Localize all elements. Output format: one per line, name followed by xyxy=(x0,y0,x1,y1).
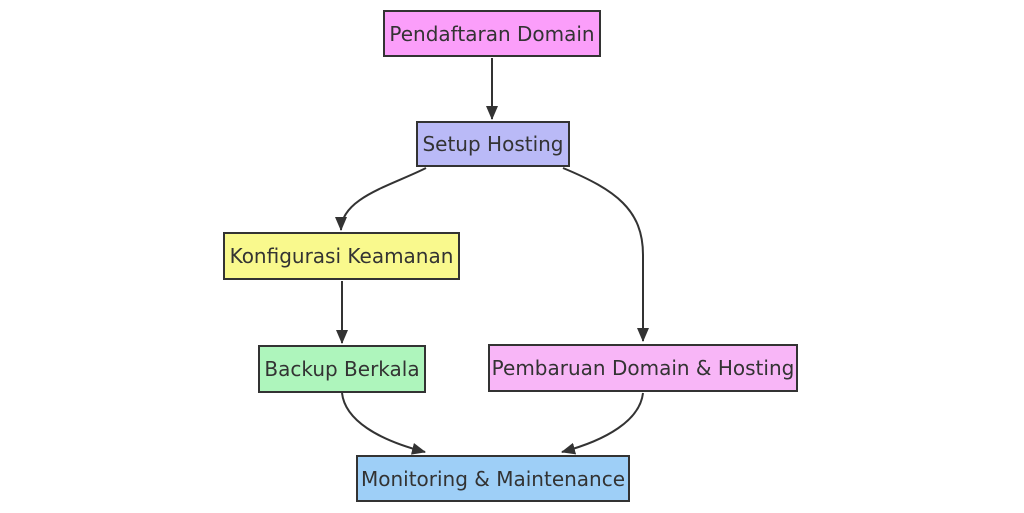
node-label: Konfigurasi Keamanan xyxy=(229,244,454,268)
node-label: Setup Hosting xyxy=(422,132,564,156)
node-pendaftaran-domain: Pendaftaran Domain xyxy=(383,10,601,57)
node-label: Monitoring & Maintenance xyxy=(360,466,626,491)
node-label: Backup Berkala xyxy=(264,357,420,381)
node-pembaruan-domain-hosting: Pembaruan Domain & Hosting xyxy=(488,344,798,392)
node-backup-berkala: Backup Berkala xyxy=(258,345,426,393)
node-konfigurasi-keamanan: Konfigurasi Keamanan xyxy=(223,232,460,280)
node-label: Pendaftaran Domain xyxy=(389,21,595,46)
node-setup-hosting: Setup Hosting xyxy=(416,121,570,167)
edge-setup-to-konfigurasi xyxy=(335,167,427,231)
edge-setup-to-pembaruan xyxy=(562,167,649,342)
node-monitoring-maintenance: Monitoring & Maintenance xyxy=(356,455,630,502)
node-label: Pembaruan Domain & Hosting xyxy=(491,356,795,380)
edge-pembaruan-to-monitoring xyxy=(561,392,644,455)
edge-backup-to-monitoring xyxy=(341,392,426,455)
